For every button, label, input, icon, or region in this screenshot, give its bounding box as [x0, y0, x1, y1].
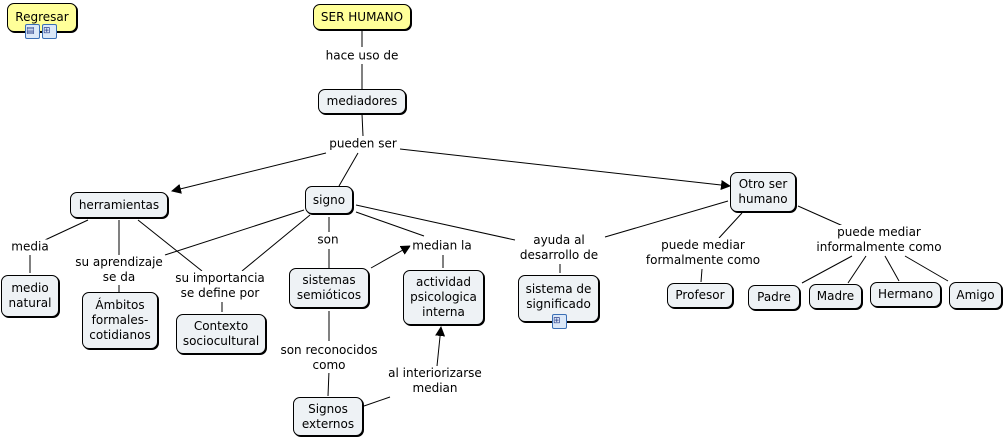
regresar-icons: ▤ ⊞ — [24, 24, 58, 39]
line-mediadores-pueden — [361, 113, 364, 137]
line-signo-aprend — [164, 209, 305, 256]
arrow-pueden-herramientas — [171, 152, 327, 194]
concept-signos-externos[interactable]: Signos externos — [293, 397, 363, 436]
arrow-pueden-otro — [399, 148, 731, 190]
line-herr-import — [137, 219, 203, 272]
line-signo-ayuda — [355, 204, 516, 241]
link-puede-mediar-formal[interactable]: puede mediar formalmente como — [643, 238, 763, 268]
link-al-interiorizarse[interactable]: al interiorizarse median — [386, 366, 484, 396]
line-signo-median — [355, 211, 425, 237]
line-signo-import — [241, 214, 311, 272]
concept-padre[interactable]: Padre — [748, 285, 800, 310]
concept-contexto[interactable]: Contexto sociocultural — [176, 314, 266, 354]
link-su-importancia[interactable]: su importancia se define por — [173, 271, 267, 301]
line-pueden-signo — [338, 152, 359, 187]
line-herr-media — [44, 219, 89, 241]
line-informal-madre — [847, 255, 867, 284]
concept-ambitos[interactable]: Ámbitos formales- cotidianos — [82, 292, 158, 349]
concept-profesor[interactable]: Profesor — [667, 283, 733, 308]
line-otro-formal — [718, 212, 743, 239]
arrow-sistemas-median — [370, 245, 411, 269]
link-son[interactable]: son — [315, 232, 341, 248]
line-informal-hermano — [884, 255, 900, 282]
arrow-interior-actividad — [435, 326, 446, 367]
line-formal-profesor — [700, 268, 703, 283]
link-puede-mediar-informal[interactable]: puede mediar informalmente como — [814, 225, 944, 255]
link-ayuda-al[interactable]: ayuda al desarrollo de — [517, 233, 601, 263]
concept-otro-ser-humano[interactable]: Otro ser humano — [730, 172, 796, 212]
concept-herramientas[interactable]: herramientas — [70, 192, 168, 218]
link-son-reconocidos[interactable]: son reconocidos como — [278, 343, 380, 373]
line-signos-interior — [363, 396, 391, 407]
link-hace-uso-de[interactable]: hace uso de — [323, 48, 401, 64]
concept-sistemas-semioticos[interactable]: sistemas semióticos — [289, 268, 369, 308]
link-media[interactable]: media — [9, 239, 51, 255]
link-median-la[interactable]: median la — [410, 238, 474, 254]
link-su-aprendizaje[interactable]: su aprendizaje se da — [73, 255, 165, 285]
line-otro-informal — [797, 205, 844, 227]
concept-madre[interactable]: Madre — [809, 284, 862, 309]
line-informal-padre — [801, 255, 853, 284]
concept-ser-humano[interactable]: SER HUMANO — [313, 4, 411, 30]
document-icon[interactable]: ▤ — [25, 24, 40, 39]
concept-map-icon[interactable]: ⊞ — [42, 24, 57, 39]
concept-signo[interactable]: signo — [305, 186, 353, 214]
concept-mediadores[interactable]: mediadores — [318, 89, 406, 114]
concept-hermano[interactable]: Hermano — [870, 282, 941, 307]
line-reconocidos-signos — [327, 370, 330, 397]
concept-amigo[interactable]: Amigo — [949, 282, 1002, 309]
link-pueden-ser[interactable]: pueden ser — [327, 136, 399, 152]
concept-medio-natural[interactable]: medio natural — [1, 275, 59, 317]
concept-map-icon[interactable]: ⊞ — [552, 314, 567, 329]
sistema-significado-icons: ⊞ — [551, 314, 568, 329]
line-otro-ayuda — [604, 200, 729, 238]
line-informal-amigo — [904, 255, 949, 282]
concept-actividad[interactable]: actividad psicologica interna — [403, 270, 484, 325]
